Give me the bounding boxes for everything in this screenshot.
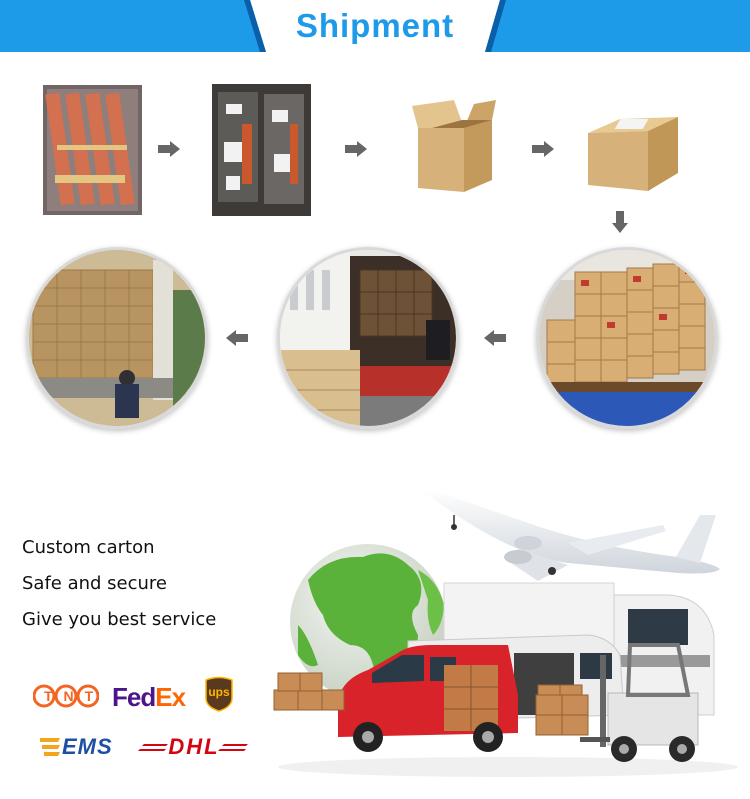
feature-item: Give you best service [22,609,217,630]
truck-loading-photo [277,247,459,429]
warehouse-stock-photo [536,247,718,429]
red-van-icon [338,645,518,752]
logistics-illustration [268,485,750,795]
ems-logo-text: EMS [62,734,113,759]
dhl-logo-text: DHL [168,734,220,759]
packed-products-photo [43,85,142,215]
banner-background [0,0,750,52]
fedex-ex-text: Ex [155,682,186,712]
arrow-right-icon [532,141,554,157]
tnt-logo-text: TNT [44,688,105,704]
arrow-down-icon [612,211,628,233]
feature-item: Safe and secure [22,573,168,594]
container-loading-photo [26,247,208,429]
sealed-carton-photo [586,113,680,191]
shipment-banner: Shipment [0,0,750,52]
ups-logo: ups [204,676,234,712]
feature-item: Custom carton [22,537,155,558]
fedex-fed-text: Fed [112,682,156,712]
ems-logo: EMS [40,734,122,760]
features-list: Custom carton Safe and secure Give you b… [22,536,216,644]
arrow-right-icon [158,141,180,157]
arrow-left-icon [226,330,248,346]
bagged-products-photo [212,84,311,216]
ups-logo-text: ups [208,685,230,699]
arrow-right-icon [345,141,367,157]
tnt-logo: TNT [33,684,99,708]
fedex-logo: FedEx [112,682,186,712]
arrow-left-icon [484,330,506,346]
open-carton-photo [412,100,496,192]
airplane-icon [423,489,720,581]
forklift-icon [580,643,699,762]
forklift-cartons-icon [535,694,589,736]
dhl-logo: DHL [138,734,248,760]
banner-title: Shipment [295,7,455,44]
